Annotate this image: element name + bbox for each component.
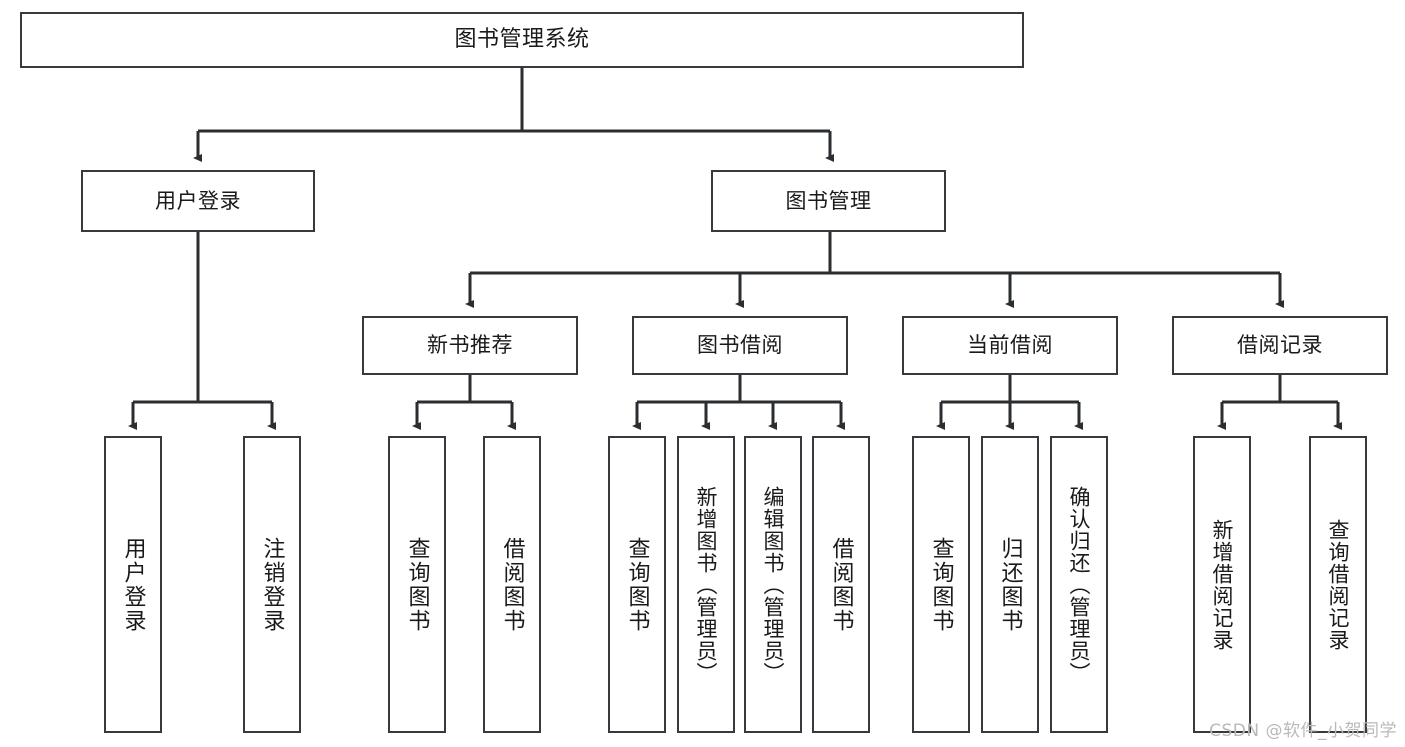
node-label: 用户登录 xyxy=(120,536,146,633)
node-label: 查询借阅记录 xyxy=(1326,518,1351,651)
leaf-edit-book-admin[interactable]: 编辑图书（管理员） xyxy=(744,436,802,733)
node-book-borrow[interactable]: 图书借阅 xyxy=(632,316,848,375)
leaf-return-book[interactable]: 归还图书 xyxy=(981,436,1039,733)
node-label: 借阅图书 xyxy=(499,536,525,633)
node-label: 确认归还（管理员） xyxy=(1067,485,1092,684)
node-label: 借阅记录 xyxy=(1237,333,1323,358)
node-root-system[interactable]: 图书管理系统 xyxy=(20,12,1024,68)
node-current-borrow[interactable]: 当前借阅 xyxy=(902,316,1118,375)
node-label: 查询图书 xyxy=(928,536,954,633)
node-label: 借阅图书 xyxy=(828,536,854,633)
node-label: 新书推荐 xyxy=(427,333,513,358)
node-label: 新增图书（管理员） xyxy=(694,485,719,684)
leaf-user-login[interactable]: 用户登录 xyxy=(104,436,162,733)
node-label: 新增借阅记录 xyxy=(1210,518,1235,651)
node-label: 图书管理系统 xyxy=(454,27,590,53)
leaf-user-logout[interactable]: 注销登录 xyxy=(243,436,301,733)
node-label: 归还图书 xyxy=(997,536,1023,633)
leaf-add-borrow-record[interactable]: 新增借阅记录 xyxy=(1193,436,1251,733)
leaf-query-borrow-record[interactable]: 查询借阅记录 xyxy=(1309,436,1367,733)
csdn-watermark: CSDN @软件_小贺同学 xyxy=(1209,721,1397,741)
leaf-query-book-recommend[interactable]: 查询图书 xyxy=(388,436,446,733)
leaf-borrow-book-recommend[interactable]: 借阅图书 xyxy=(483,436,541,733)
node-book-manage[interactable]: 图书管理 xyxy=(711,170,946,232)
node-label: 注销登录 xyxy=(259,536,285,633)
leaf-query-book-borrow[interactable]: 查询图书 xyxy=(608,436,666,733)
node-label: 用户登录 xyxy=(155,188,241,213)
node-label: 编辑图书（管理员） xyxy=(761,485,786,684)
node-label: 图书管理 xyxy=(785,188,872,213)
node-borrow-record[interactable]: 借阅记录 xyxy=(1172,316,1388,375)
node-new-book-recommend[interactable]: 新书推荐 xyxy=(362,316,578,375)
leaf-add-book-admin[interactable]: 新增图书（管理员） xyxy=(677,436,735,733)
leaf-borrow-book[interactable]: 借阅图书 xyxy=(812,436,870,733)
leaf-confirm-return-admin[interactable]: 确认归还（管理员） xyxy=(1050,436,1108,733)
node-user-login[interactable]: 用户登录 xyxy=(81,170,315,232)
node-label: 当前借阅 xyxy=(967,333,1053,358)
leaf-query-book-current[interactable]: 查询图书 xyxy=(912,436,970,733)
node-label: 图书借阅 xyxy=(697,333,783,358)
node-label: 查询图书 xyxy=(404,536,430,633)
node-label: 查询图书 xyxy=(624,536,650,633)
